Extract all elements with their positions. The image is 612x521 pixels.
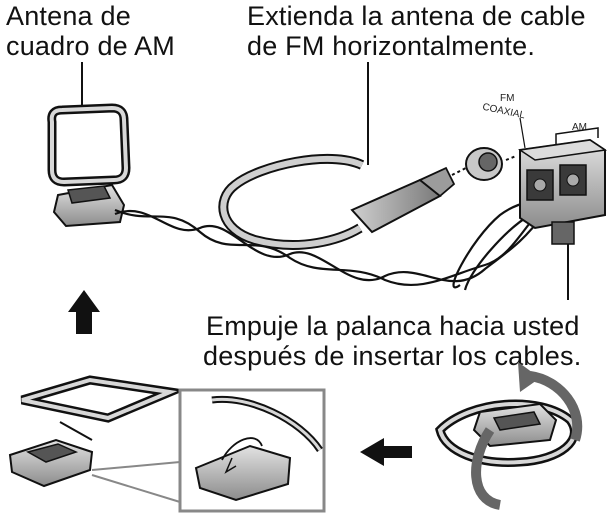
am-terminal-label: AM <box>572 122 587 133</box>
fm-cable-antenna <box>218 153 467 250</box>
lever-label-line1: Empuje la palanca hacia usted <box>206 311 580 341</box>
left-arrow-icon <box>360 438 412 466</box>
fm-coaxial-leader <box>519 117 526 149</box>
am-antenna-label-line2: cuadro de AM <box>6 31 176 61</box>
assembled-am-antenna <box>8 375 187 503</box>
antenna-terminal-block <box>517 138 608 245</box>
up-arrow-icon <box>68 290 100 334</box>
rotate-arrow-icon <box>471 362 583 510</box>
am-twisted-wire <box>114 204 546 287</box>
folding-am-antenna <box>435 399 579 467</box>
fm-coaxial-label-line1: FM <box>500 93 515 104</box>
fm-coaxial-adaptor <box>465 147 517 181</box>
am-terminal-bracket <box>555 127 599 144</box>
lever-label-line2: después de insertar los cables. <box>203 341 582 371</box>
detail-inset-drawing <box>194 395 323 502</box>
fm-cable-label-line1: Extienda la antena de cable <box>247 1 586 31</box>
am-loop-antenna <box>47 103 131 228</box>
fm-cable-label-line2: de FM horizontalmente. <box>247 31 536 61</box>
am-antenna-label-line1: Antena de <box>6 1 131 31</box>
